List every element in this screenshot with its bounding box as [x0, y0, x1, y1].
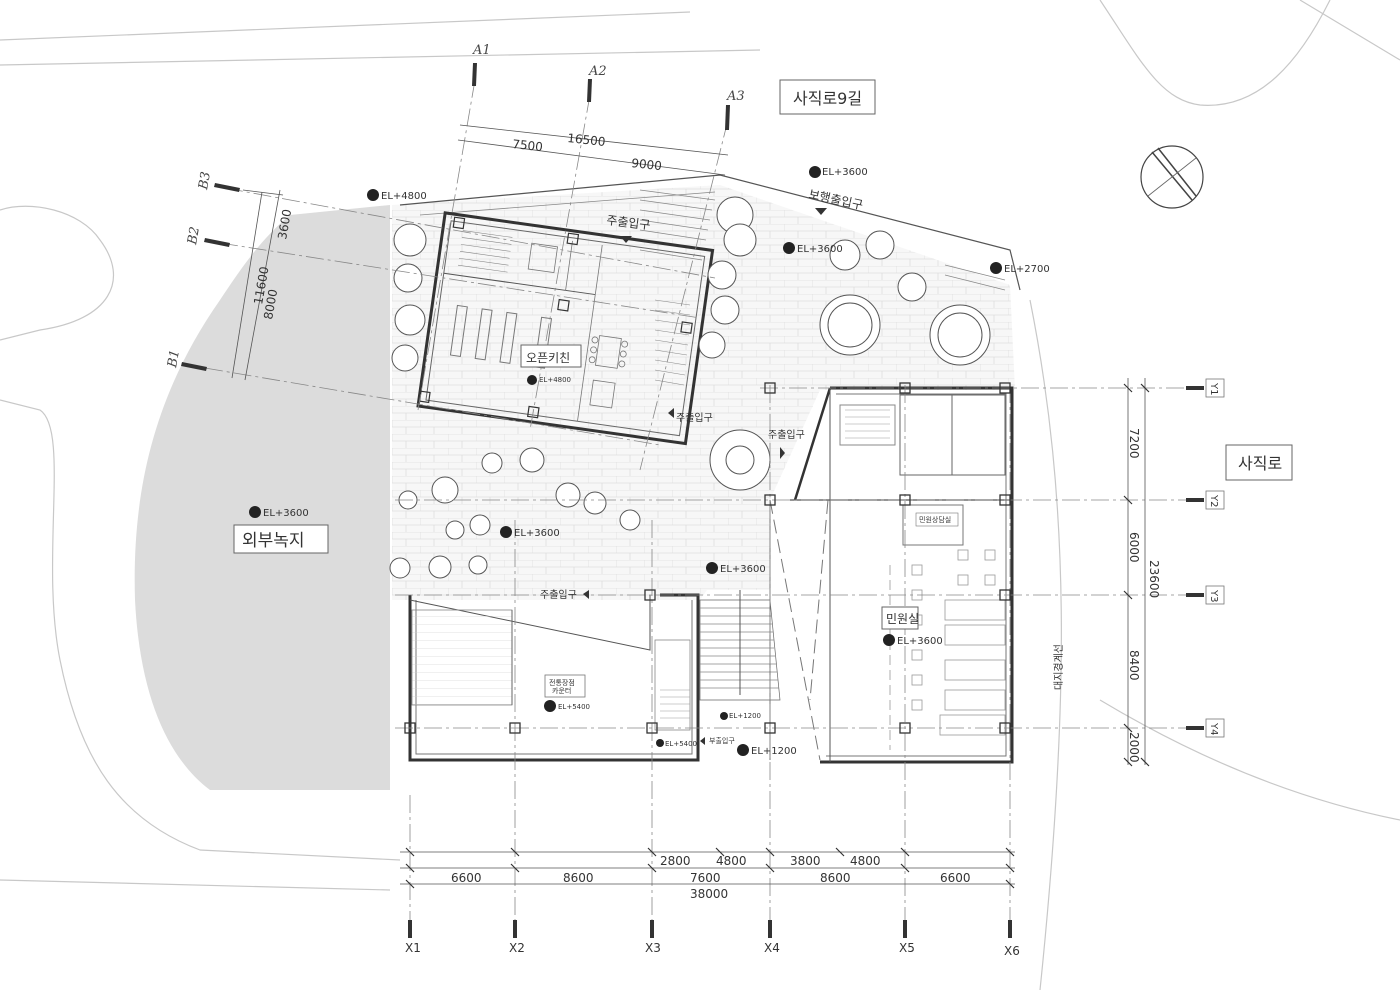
dim-x-upper-3: 3800: [790, 854, 821, 868]
outer-green-area: [134, 205, 390, 790]
dim-x-upper-1: 2800: [660, 854, 691, 868]
street-label-sajik-ro: 사직로: [1238, 454, 1282, 473]
grid-label-y4: Y4: [1208, 722, 1219, 735]
elevation-label-10: EL+5400: [558, 703, 590, 711]
paved-plaza: [392, 185, 1015, 600]
grid-label-b3: B3: [196, 171, 214, 192]
open-kitchen-label-box: [520, 344, 582, 368]
dim-b-total: 11600: [251, 265, 271, 305]
grid-label-a2: A2: [588, 64, 607, 79]
street-label-box-top: [779, 79, 876, 115]
grid-y-boxes: [1205, 378, 1225, 738]
ramp-lines: [769, 499, 829, 761]
dim-x-lower-4: 8600: [820, 871, 851, 885]
grid-markers: [181, 63, 1204, 938]
elevation-label-11: EL+5400: [665, 740, 697, 748]
elevation-label-9: EL+3600: [897, 636, 943, 647]
grid-label-a3: A3: [726, 89, 745, 104]
street-label-box-right: [1225, 444, 1293, 481]
grid-label-x4: X4: [764, 941, 780, 955]
north-arrow-icon: [1140, 145, 1204, 209]
dim-x-lower-3: 7600: [690, 871, 721, 885]
boundary-label: 대지경계선: [1052, 644, 1065, 690]
dim-y-2: 6000: [1127, 532, 1141, 563]
entrance-label-main-lower: 주출입구: [540, 588, 577, 601]
grid-label-x3: X3: [645, 941, 661, 955]
outer-green-label: 외부녹지: [242, 531, 305, 551]
grid-label-x6: X6: [1004, 944, 1020, 958]
counter-label-line1: 전통장점: [549, 678, 575, 687]
outer-green-label-box: [233, 524, 329, 554]
grid-lines: [204, 79, 1200, 930]
counter-building: [408, 593, 700, 762]
street-label-sajik-9gil: 사직로9길: [793, 89, 862, 108]
entrance-stripes: [639, 189, 1006, 291]
dim-y-1: 7200: [1127, 428, 1141, 459]
elevation-label-7: EL+3600: [514, 528, 560, 539]
dim-a-2: 9000: [631, 156, 663, 173]
road-edge: [399, 174, 1021, 291]
civil-office-label: 민원실: [886, 612, 919, 626]
dim-x-upper-4: 4800: [850, 854, 881, 868]
dim-x-lower-2: 8600: [563, 871, 594, 885]
elevation-label-2: EL+3600: [822, 167, 868, 178]
counseling-label-box: [915, 512, 959, 527]
grid-label-a1: A1: [472, 43, 491, 58]
elevation-label-1: EL+4800: [381, 191, 427, 202]
dim-x-total: 38000: [690, 887, 728, 901]
dim-y-total: 23600: [1147, 560, 1161, 598]
elevation-label-13: EL+1200: [751, 746, 797, 757]
elevation-label-3: EL+3600: [797, 244, 843, 255]
dim-a-1: 7500: [512, 137, 544, 154]
elevation-label-12: EL+1200: [729, 712, 761, 720]
central-stairs: [699, 590, 781, 701]
counseling-label: 민원상담실: [919, 515, 951, 524]
grid-label-b1: B1: [165, 349, 183, 370]
dim-x-upper-2: 4800: [716, 854, 747, 868]
road-edge-inner: [419, 191, 716, 216]
dimension-ticks: [405, 383, 1150, 889]
grid-label-y3: Y3: [1208, 589, 1219, 602]
grid-label-b2: B2: [185, 226, 203, 247]
grid-label-x2: X2: [509, 941, 525, 955]
elevation-label-5: EL+4800: [539, 376, 571, 384]
entrance-label-sub: 부출입구: [709, 736, 735, 745]
kitchen-stairs: [654, 299, 691, 386]
dim-b-2: 8000: [261, 288, 280, 321]
grid-label-y1: Y1: [1208, 382, 1219, 395]
paved-plaza-lower: [392, 500, 770, 590]
dim-a-total: 16500: [567, 131, 606, 149]
counter-label-line2: 카운터: [552, 686, 571, 695]
dimension-lines: [231, 124, 1146, 885]
dim-y-4: 2000: [1127, 732, 1141, 763]
dim-y-3: 8400: [1127, 650, 1141, 681]
grid-label-x5: X5: [899, 941, 915, 955]
entrance-label-main-top: 주출입구: [606, 213, 652, 232]
elevation-label-6: EL+3600: [263, 508, 309, 519]
trees: [389, 196, 991, 579]
entrance-arrows: [583, 208, 827, 745]
dim-x-lower-1: 6600: [451, 871, 482, 885]
columns: [404, 382, 1011, 734]
civil-office-label-box: [881, 606, 919, 630]
entrance-label-main-mid: 주출입구: [676, 411, 713, 424]
elevation-label-4: EL+2700: [1004, 264, 1050, 275]
grid-label-x1: X1: [405, 941, 421, 955]
entrance-label-main-right: 주출입구: [768, 428, 805, 441]
open-kitchen-label: 오픈키친: [526, 351, 570, 365]
elevation-markers: [249, 166, 1002, 756]
dim-b-1: 3600: [275, 208, 294, 241]
civil-office-building: [790, 386, 1014, 764]
dim-x-lower-5: 6600: [940, 871, 971, 885]
grid-label-y2: Y2: [1208, 494, 1219, 507]
elevation-label-8: EL+3600: [720, 564, 766, 575]
